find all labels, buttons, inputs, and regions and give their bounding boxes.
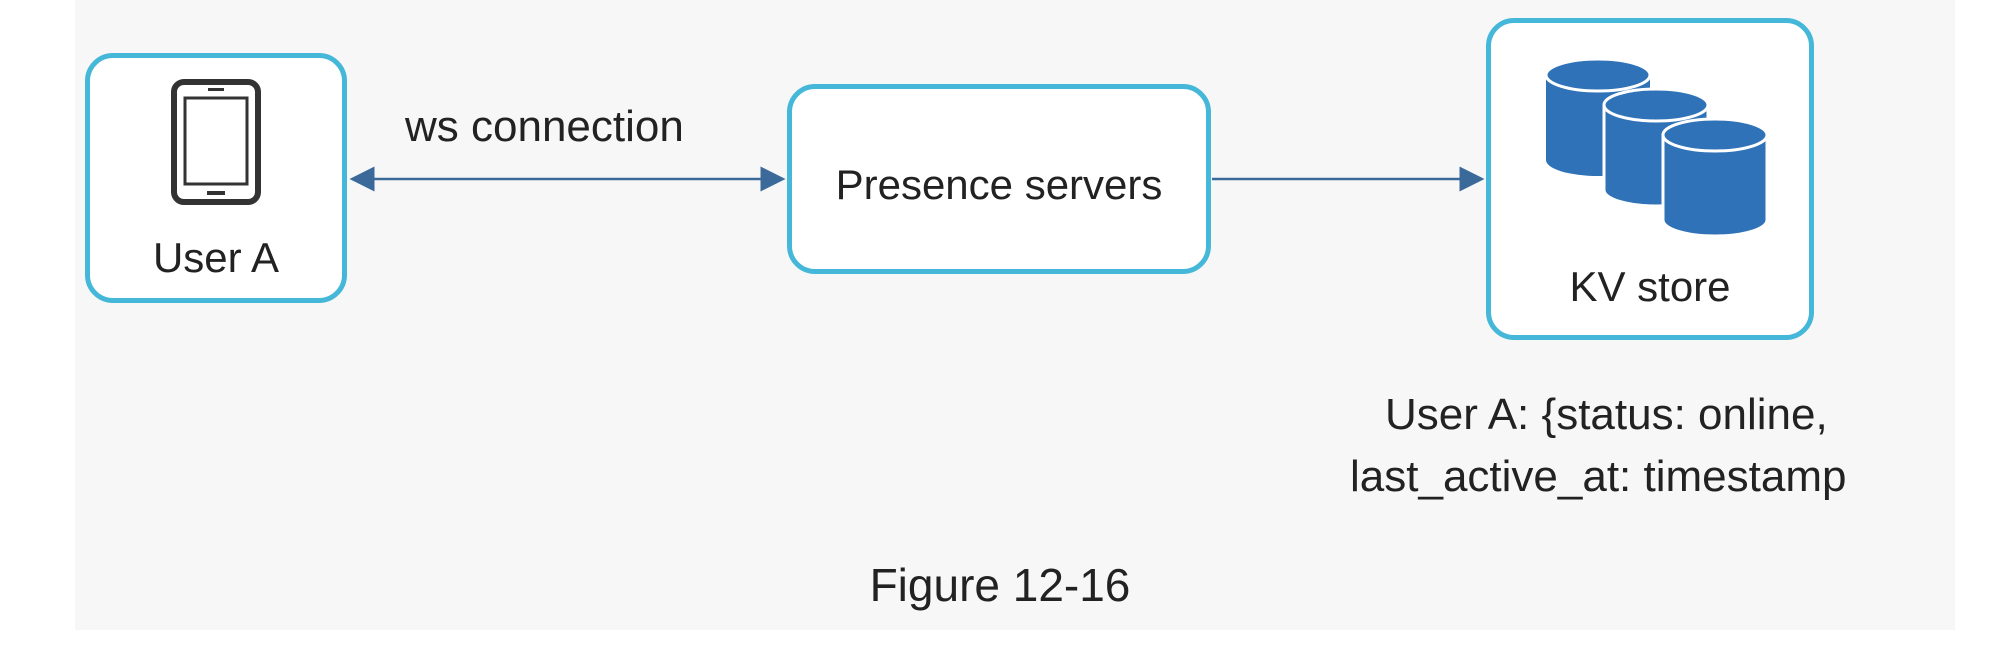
kv-note-line-1: User A: {status: online, <box>1385 390 1828 439</box>
node-kv-store: KV store <box>1486 18 1814 340</box>
node-presence-servers-label: Presence servers <box>835 161 1163 208</box>
smartphone-icon <box>171 79 261 205</box>
edge-label-ws-connection: ws connection <box>405 102 684 151</box>
node-user-a-label: User A <box>152 234 280 281</box>
database-icon <box>1661 117 1769 238</box>
node-user-a: User A <box>85 53 347 303</box>
node-kv-store-label: KV store <box>1569 263 1731 310</box>
database-cluster-icon <box>1544 57 1769 238</box>
kv-note-line-2: last_active_at: timestamp <box>1350 452 1847 501</box>
node-presence-servers: Presence servers <box>787 84 1211 274</box>
figure-caption: Figure 12-16 <box>869 559 1131 611</box>
